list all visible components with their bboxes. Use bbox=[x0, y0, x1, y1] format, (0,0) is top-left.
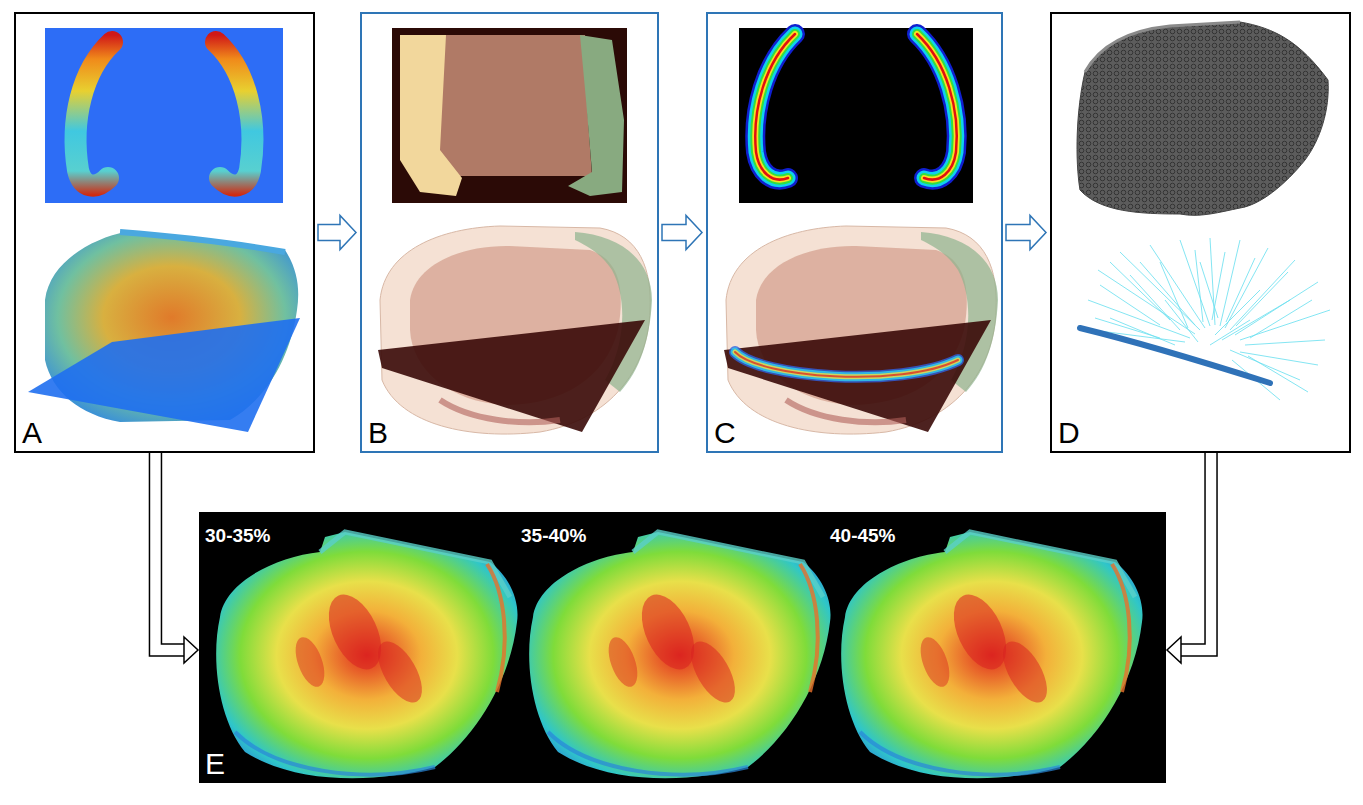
double-line-arrow bbox=[149, 453, 198, 663]
percent-label: 40-45% bbox=[830, 526, 896, 545]
percent-label: 35-40% bbox=[521, 526, 587, 545]
heatmap-arc bbox=[76, 42, 112, 186]
panel: B bbox=[360, 12, 659, 453]
slice-plane bbox=[28, 318, 300, 432]
bone-mesh bbox=[1077, 22, 1328, 215]
results-panel: 30-35% 35-40% 40-45% E bbox=[199, 512, 1166, 783]
slice-streak bbox=[1080, 328, 1270, 383]
heatmap-volume bbox=[216, 532, 517, 778]
block-arrow-shape bbox=[318, 216, 356, 250]
panel-letter: D bbox=[1058, 418, 1080, 448]
connector-line bbox=[161, 453, 184, 644]
segment-region bbox=[568, 35, 624, 196]
panel: D bbox=[1050, 12, 1351, 453]
arrowhead bbox=[184, 637, 198, 663]
arrowhead bbox=[1167, 637, 1181, 663]
distance-map-background bbox=[739, 28, 973, 203]
block-arrow-shape bbox=[1006, 216, 1046, 250]
panel-letter: B bbox=[368, 418, 388, 448]
block-arrow bbox=[318, 216, 356, 250]
block-arrow bbox=[1006, 216, 1046, 250]
heatmap-volume bbox=[529, 532, 830, 778]
segmented-volume bbox=[378, 226, 652, 434]
fiber-lines bbox=[1088, 238, 1330, 400]
segment-region bbox=[400, 35, 462, 196]
panel: C bbox=[706, 12, 1003, 453]
slice-background bbox=[45, 28, 283, 203]
mesh-highlight bbox=[1085, 22, 1240, 72]
segmentation-background bbox=[392, 28, 627, 203]
percent-label: 30-35% bbox=[205, 526, 271, 545]
connector-line bbox=[149, 453, 184, 656]
heatmap-ridge bbox=[120, 232, 285, 252]
double-line-arrow bbox=[1167, 453, 1217, 663]
connector-line bbox=[1181, 453, 1217, 656]
heatmap-arc bbox=[216, 42, 252, 186]
distance-arc bbox=[755, 34, 956, 180]
segment-region bbox=[428, 35, 592, 176]
panel-letter: A bbox=[22, 418, 42, 448]
panel-letter: C bbox=[714, 418, 736, 448]
block-arrow-shape bbox=[662, 216, 702, 250]
connector-line bbox=[1181, 453, 1205, 644]
panel: A bbox=[14, 12, 315, 453]
distance-band bbox=[735, 352, 958, 377]
block-arrow bbox=[662, 216, 702, 250]
heatmap-volume bbox=[841, 532, 1142, 778]
results-background bbox=[199, 512, 1166, 783]
panel-letter: E bbox=[205, 749, 225, 779]
segmented-volume bbox=[724, 226, 998, 434]
